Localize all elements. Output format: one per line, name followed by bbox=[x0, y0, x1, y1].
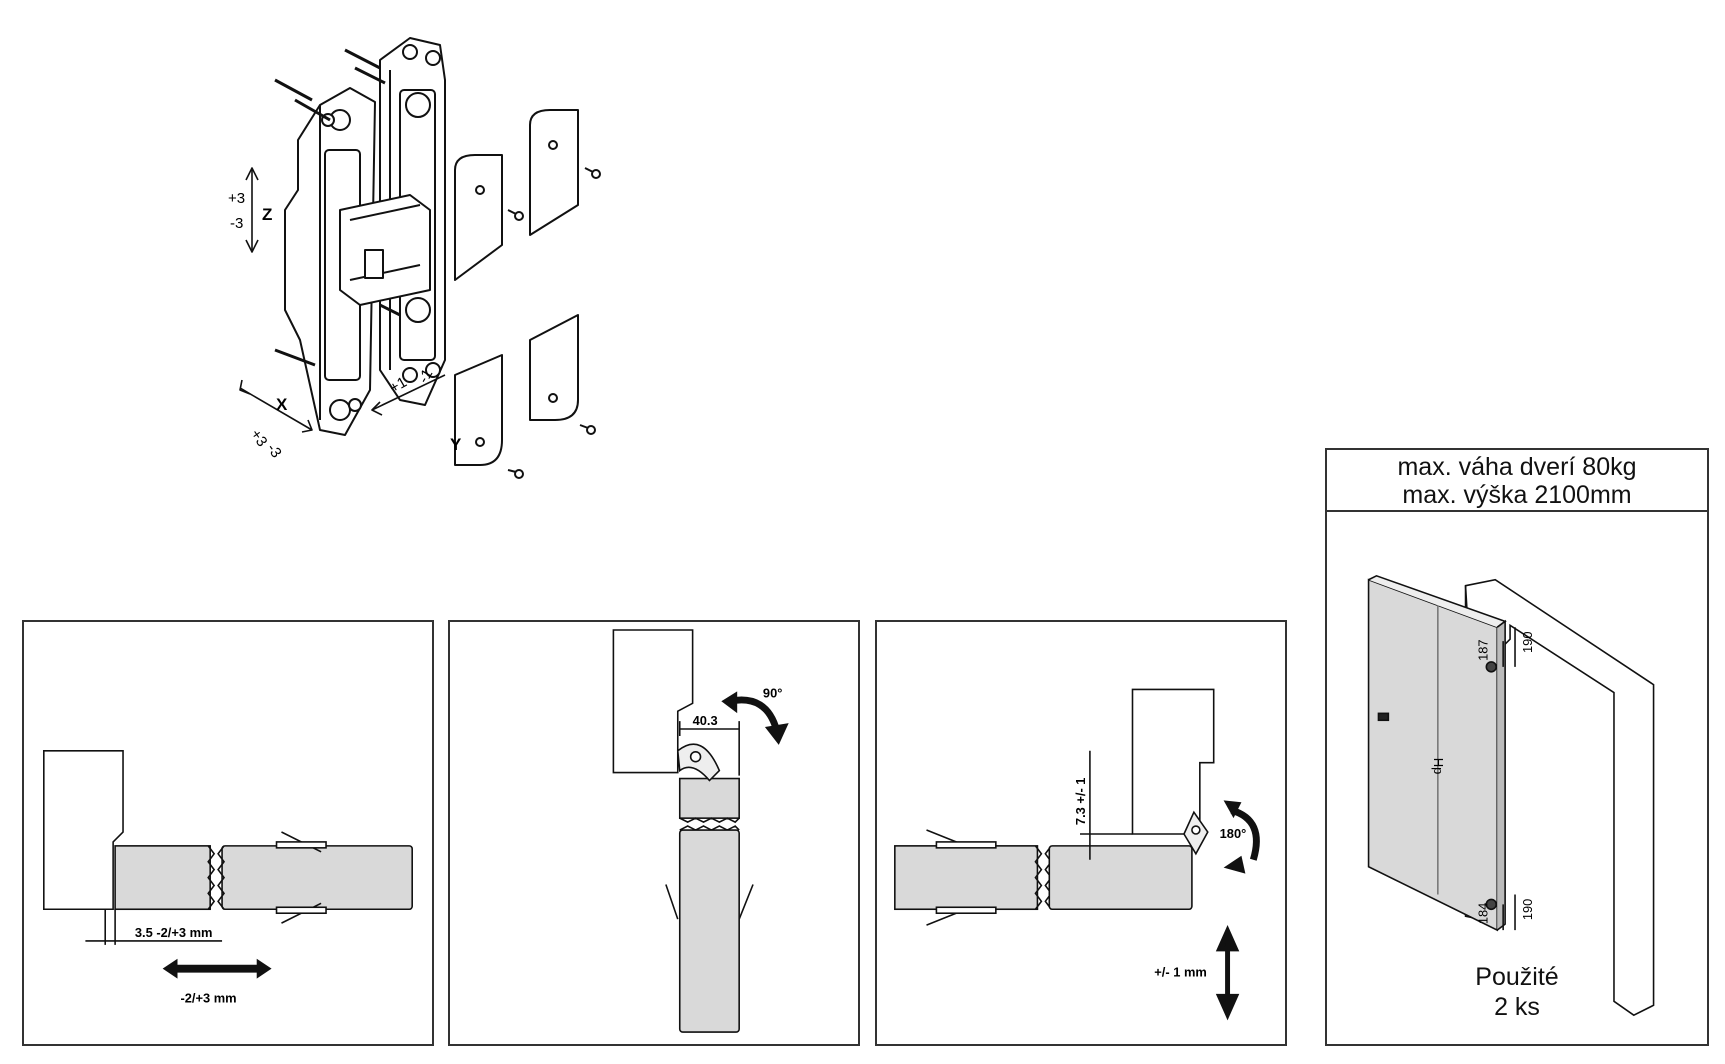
x-adjust-label: -2/+3 mm bbox=[180, 990, 236, 1005]
axis-x-plus: +3 bbox=[247, 426, 271, 450]
panel-180-degree: 7.3 +/- 1 180° +/- 1 mm bbox=[875, 620, 1287, 1046]
axis-y-label: Y bbox=[450, 435, 462, 454]
max-height-text: max. výška 2100mm bbox=[1402, 481, 1632, 509]
rotation-angle: 180° bbox=[1220, 826, 1247, 841]
dim-bottom-frame: 190 bbox=[1520, 899, 1535, 920]
axis-z-minus: -3 bbox=[230, 215, 243, 232]
opening-dimension: 40.3 bbox=[693, 713, 718, 728]
door-height-label: Hp bbox=[1431, 758, 1446, 774]
max-weight-text: max. váha dverí 80kg bbox=[1397, 453, 1637, 481]
opening-angle: 90° bbox=[763, 685, 782, 700]
usage-label: Použité bbox=[1475, 963, 1559, 991]
panel-x-adjustment: 3.5 -2/+3 mm -2/+3 mm bbox=[22, 620, 434, 1046]
dim-top-frame: 190 bbox=[1520, 632, 1535, 653]
door-specs-panel: max. váha dverí 80kg max. výška 2100mm 1… bbox=[1325, 448, 1709, 1046]
axis-x-minus: -3 bbox=[263, 440, 285, 461]
dim-top-door: 187 bbox=[1475, 639, 1490, 660]
usage-note: Použité 2 ks bbox=[1327, 962, 1707, 1022]
axis-z-plus: +3 bbox=[228, 190, 245, 207]
z-adjust-label: +/- 1 mm bbox=[1154, 965, 1207, 980]
specs-header: max. váha dverí 80kg max. výška 2100mm bbox=[1327, 450, 1707, 512]
axis-x-label: X bbox=[276, 395, 288, 414]
count-label: 2 ks bbox=[1494, 993, 1540, 1021]
axis-z-label: Z bbox=[262, 205, 272, 224]
depth-dimension: 7.3 +/- 1 bbox=[1073, 778, 1088, 826]
hinge-exploded-illustration: +3 -3 Z X +3 -3 +1 -1 Y bbox=[228, 37, 601, 479]
panel-90-degree: 40.3 90° bbox=[448, 620, 860, 1046]
dim-bottom-door: 184 bbox=[1475, 903, 1490, 924]
axis-y-plus: +1 bbox=[387, 374, 410, 397]
gap-dimension-label: 3.5 -2/+3 mm bbox=[135, 925, 213, 940]
